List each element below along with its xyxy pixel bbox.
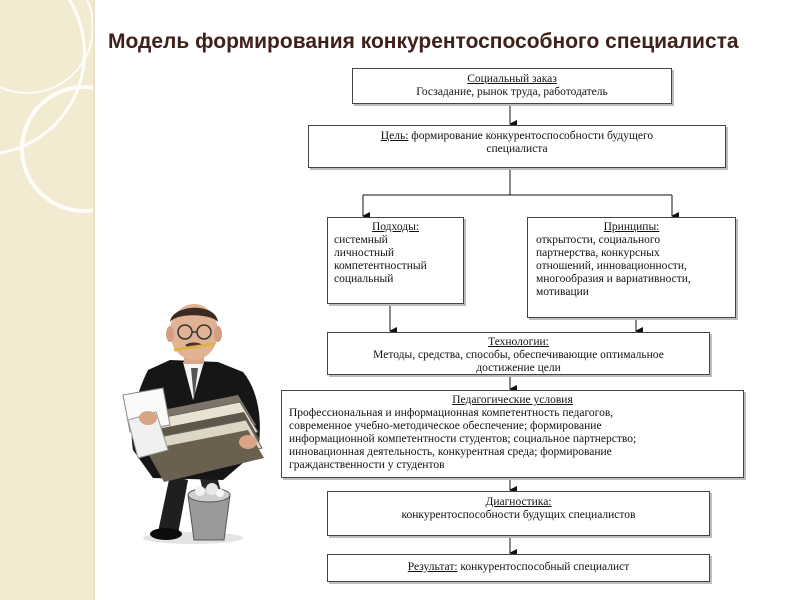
diagnostics-box: Диагностика: конкурентоспособности будущ…	[327, 491, 710, 536]
conditions-box: Педагогические условия Профессиональная …	[281, 390, 744, 478]
person-with-books-illustration	[122, 304, 264, 544]
decorative-side-band	[0, 0, 93, 600]
diagnostics-text: конкурентоспособности будущих специалист…	[401, 509, 636, 521]
principle-item: мотивации	[536, 286, 589, 298]
principles-box: Принципы: открытости, социального партне…	[527, 217, 736, 318]
condition-line: гражданственности у студентов	[289, 459, 445, 471]
condition-line: Профессиональная и информационная компет…	[289, 407, 614, 419]
approach-item: личностный	[334, 247, 395, 259]
band-edge	[93, 0, 95, 600]
approaches-heading: Подходы:	[371, 221, 420, 233]
slide-title: Модель формирования конкурентоспособного…	[108, 30, 739, 53]
condition-line: современное учебно-методическое обеспече…	[289, 420, 602, 432]
social-order-text: Госзадание, рынок труда, работодатель	[416, 86, 608, 98]
social-order-heading: Социальный заказ	[467, 73, 557, 85]
result-text: конкурентоспособный специалист	[460, 561, 630, 573]
approach-item: системный	[334, 234, 388, 246]
goal-box: Цель: формирование конкурентоспособности…	[308, 125, 726, 168]
result-heading: Результат:	[407, 561, 458, 573]
condition-line: информационной компетентности студентов;…	[289, 433, 637, 445]
technologies-heading: Технологии:	[488, 336, 549, 348]
goal-heading: Цель:	[380, 130, 409, 142]
goal-text-2: специалиста	[486, 143, 548, 155]
condition-line: инновационная деятельность, конкурентная…	[289, 446, 612, 458]
result-box: Результат: конкурентоспособный специалис…	[327, 554, 710, 582]
technologies-text-2: достижение цели	[476, 362, 561, 374]
technologies-box: Технологии: Методы, средства, способы, о…	[327, 332, 710, 375]
principle-item: отношений, инновационности,	[536, 260, 687, 272]
approaches-box: Подходы: системный личностный компетентн…	[327, 217, 464, 304]
technologies-text: Методы, средства, способы, обеспечивающи…	[373, 349, 664, 361]
principle-item: открытости, социального	[536, 234, 661, 246]
principle-item: многообразия и вариативности,	[536, 273, 691, 285]
approach-item: социальный	[334, 273, 394, 285]
diagnostics-heading: Диагностика:	[485, 496, 552, 508]
principles-heading: Принципы:	[603, 221, 660, 233]
conditions-heading: Педагогические условия	[452, 394, 573, 406]
social-order-box: Социальный заказ Госзадание, рынок труда…	[352, 68, 672, 104]
approach-item: компетентностный	[334, 260, 427, 272]
principle-item: партнерства, конкурсных	[536, 247, 660, 259]
goal-text: формирование конкурентоспособности будущ…	[411, 130, 654, 142]
